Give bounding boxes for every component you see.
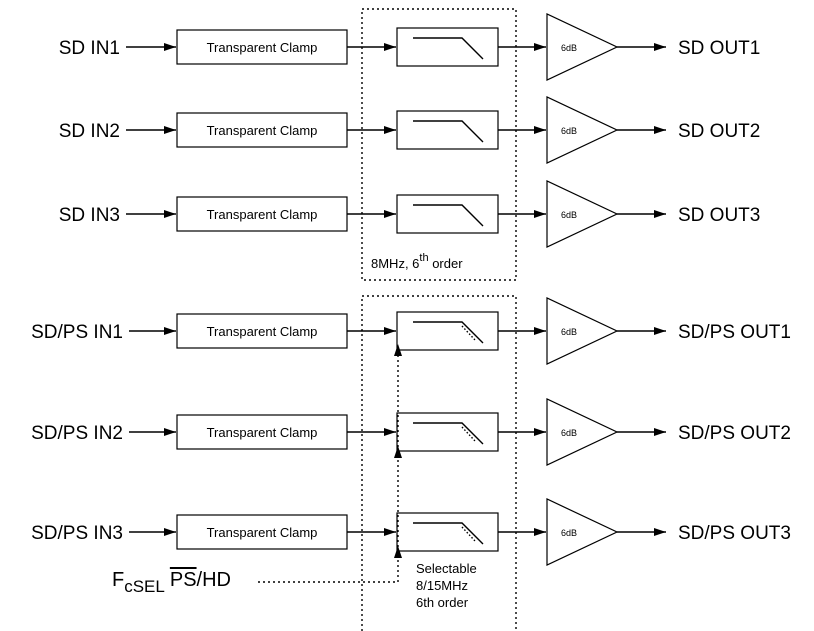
- sdps-ch1-input-arrow: [164, 327, 176, 335]
- select-arrow-ch1: [394, 344, 402, 356]
- sd-ch1-lowpass-symbol: [413, 37, 484, 60]
- sd-ch2-lowpass-symbol: [413, 120, 484, 143]
- sdps-ch1-output-arrow: [654, 327, 666, 335]
- sdps-ch1-lowpass-symbol: [413, 321, 484, 344]
- sd-ch2-output-label: SD OUT2: [678, 121, 760, 142]
- sdps-ch1-input-label: SD/PS IN1: [31, 322, 123, 343]
- sd-ch1-clamp-label: Transparent Clamp: [207, 40, 318, 55]
- sdps-ch3-gain-label: 6dB: [561, 528, 577, 538]
- sd-ch2-filter-arrow: [384, 126, 396, 134]
- sd-ch3-input-label: SD IN3: [59, 205, 120, 226]
- sd-ch1-amp-arrow: [534, 43, 546, 51]
- sdps-ch2-clamp-label: Transparent Clamp: [207, 425, 318, 440]
- sd-ch1-gain-label: 6dB: [561, 43, 577, 53]
- sd-ch2-amp-arrow: [534, 126, 546, 134]
- sd-ch2-input-arrow: [164, 126, 176, 134]
- sdps-ch2-input-arrow: [164, 428, 176, 436]
- sd-ch3-filter-box: [396, 194, 499, 234]
- sdps-ch1-amp-arrow: [534, 327, 546, 335]
- sd-ch2-gain-label: 6dB: [561, 126, 577, 136]
- sd-ch3-filter-arrow: [384, 210, 396, 218]
- sd-ch1-output-arrow: [654, 43, 666, 51]
- lower-filter-note-line3: 6th order: [416, 595, 469, 610]
- sdps-ch1-clamp-label: Transparent Clamp: [207, 324, 318, 339]
- sdps-ch1-amplifier: [546, 297, 619, 365]
- lower-filter-note-line2: 8/15MHz: [416, 578, 468, 593]
- sdps-ch3-input-label: SD/PS IN3: [31, 523, 123, 544]
- sd-ch1-filter-box: [396, 27, 499, 67]
- sdps-ch1-output-label: SD/PS OUT1: [678, 322, 791, 343]
- sdps-ch2-output-label: SD/PS OUT2: [678, 423, 791, 444]
- sdps-ch2-amp-arrow: [534, 428, 546, 436]
- sd-ch1-output-label: SD OUT1: [678, 38, 760, 59]
- sdps-ch3-input-arrow: [164, 528, 176, 536]
- upper-filter-enclosure: [361, 8, 517, 281]
- sd-ch3-clamp-label: Transparent Clamp: [207, 207, 318, 222]
- sd-ch2-output-arrow: [654, 126, 666, 134]
- sd-ch1-amplifier: [546, 13, 619, 81]
- sdps-ch2-lowpass-symbol: [413, 422, 484, 445]
- sdps-ch2-filter-arrow: [384, 428, 396, 436]
- sd-ch1-input-label: SD IN1: [59, 38, 120, 59]
- sdps-ch2-clamp-box: [176, 414, 348, 450]
- sdps-ch1-gain-label: 6dB: [561, 327, 577, 337]
- sdps-ch2-gain-label: 6dB: [561, 428, 577, 438]
- sdps-ch3-output-label: SD/PS OUT3: [678, 523, 791, 544]
- sdps-ch3-clamp-label: Transparent Clamp: [207, 525, 318, 540]
- upper-filter-note: 8MHz, 6th order: [371, 252, 463, 271]
- sd-ch2-amplifier: [546, 96, 619, 164]
- select-arrow-ch2: [394, 446, 402, 458]
- sdps-ch2-output-arrow: [654, 428, 666, 436]
- sdps-ch3-lowpass-symbol: [413, 522, 484, 545]
- sdps-ch2-filter-box: [396, 412, 499, 452]
- sd-ch3-gain-label: 6dB: [561, 210, 577, 220]
- sdps-ch3-filter-arrow: [384, 528, 396, 536]
- sdps-ch3-amplifier: [546, 498, 619, 566]
- sd-ch3-amp-arrow: [534, 210, 546, 218]
- sdps-ch3-filter-box: [396, 512, 499, 552]
- sd-ch3-lowpass-symbol: [413, 204, 484, 227]
- sd-ch3-input-arrow: [164, 210, 176, 218]
- fcsel-subscript: cSEL: [124, 577, 165, 596]
- select-arrow-ch3: [394, 546, 402, 558]
- lower-filter-note-line1: Selectable: [416, 561, 477, 576]
- sdps-ch1-filter-arrow: [384, 327, 396, 335]
- sd-ch2-clamp-label: Transparent Clamp: [207, 123, 318, 138]
- sd-ch1-input-arrow: [164, 43, 176, 51]
- lower-filter-enclosure: [361, 295, 517, 631]
- sdps-ch2-amplifier: [546, 398, 619, 466]
- sd-ch1-filter-arrow: [384, 43, 396, 51]
- sd-ch2-filter-box: [396, 110, 499, 150]
- upper-filter-note-superscript: th: [419, 252, 428, 264]
- sd-ch2-input-label: SD IN2: [59, 121, 120, 142]
- fcsel-overbar-text: PS: [170, 569, 197, 591]
- sdps-ch3-amp-arrow: [534, 528, 546, 536]
- sd-ch3-output-arrow: [654, 210, 666, 218]
- sdps-ch1-filter-box: [396, 311, 499, 351]
- sdps-ch2-input-label: SD/PS IN2: [31, 423, 123, 444]
- sd-ch3-output-label: SD OUT3: [678, 205, 760, 226]
- sdps-ch3-output-arrow: [654, 528, 666, 536]
- select-control-line: [258, 352, 399, 583]
- sdps-ch3-clamp-box: [176, 514, 348, 550]
- sd-ch3-amplifier: [546, 180, 619, 248]
